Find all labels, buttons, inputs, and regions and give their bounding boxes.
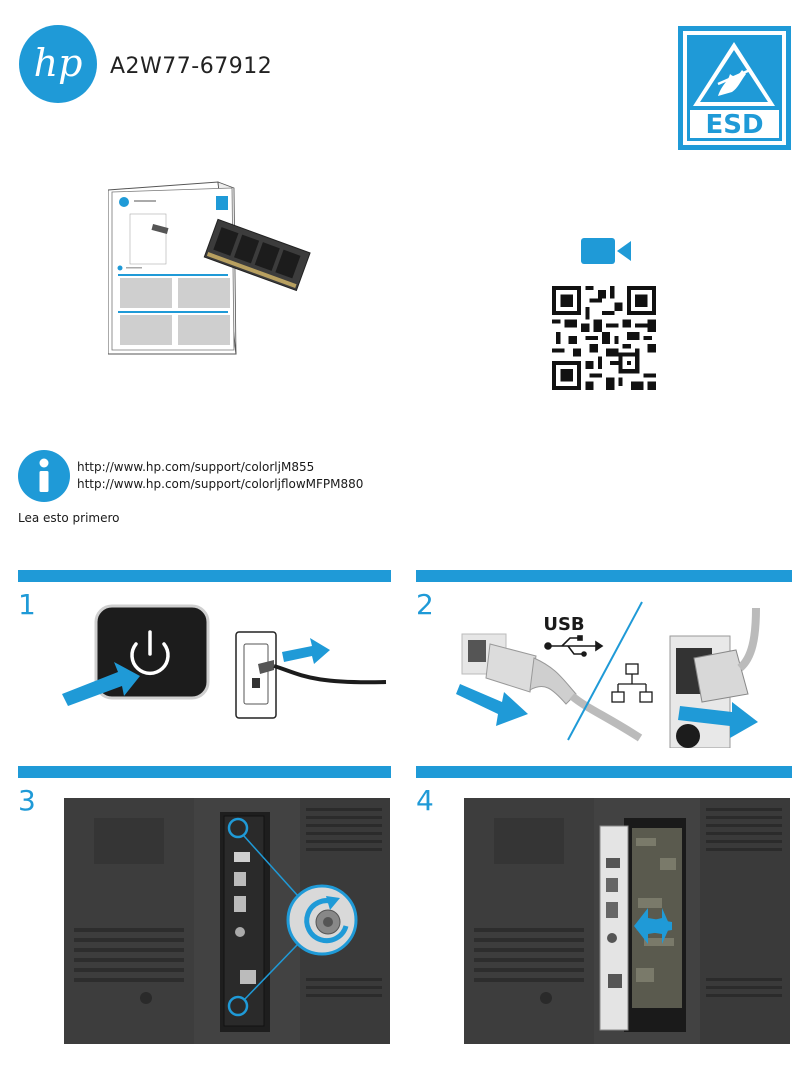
counterclockwise-arrow-icon bbox=[304, 898, 349, 944]
step-1-bar bbox=[18, 570, 391, 582]
step-3-photo bbox=[64, 798, 390, 1044]
power-icon bbox=[130, 630, 170, 675]
step-4-photo bbox=[464, 798, 790, 1044]
booklet-with-memory-module-illustration bbox=[108, 181, 311, 355]
qr-code[interactable] bbox=[552, 286, 656, 390]
read-first-label: Lea esto primero bbox=[18, 511, 120, 525]
pull-usb-arrow-icon bbox=[456, 684, 528, 726]
unplug-arrow-icon bbox=[282, 638, 330, 664]
step-3-number: 3 bbox=[18, 784, 36, 817]
usb-label: USB bbox=[543, 614, 584, 635]
press-arrow-icon bbox=[62, 662, 140, 706]
step-3-remove-screws-illustration bbox=[64, 798, 390, 1044]
step-1-power-off-illustration bbox=[62, 604, 387, 719]
memory-module-icon bbox=[203, 218, 311, 292]
support-link-mfpm880[interactable]: http://www.hp.com/support/colorljflowMFP… bbox=[77, 477, 364, 491]
step-1-number: 1 bbox=[18, 588, 36, 621]
step-2-disconnect-cables-illustration: USB bbox=[456, 601, 760, 748]
video-camera-icon[interactable] bbox=[581, 238, 631, 264]
hp-logo: hp bbox=[19, 25, 97, 103]
pull-network-arrow-icon bbox=[678, 702, 758, 738]
step-3-bar bbox=[18, 766, 391, 778]
step-2-bar bbox=[416, 570, 792, 582]
network-icon bbox=[611, 663, 653, 703]
part-number: A2W77-67912 bbox=[110, 54, 273, 79]
info-icon bbox=[18, 450, 70, 502]
step-4-pull-formatter-illustration bbox=[464, 798, 790, 1044]
svg-text:ESD: ESD bbox=[705, 110, 763, 140]
esd-warning-badge: ESD bbox=[678, 26, 791, 150]
step-4-bar bbox=[416, 766, 792, 778]
svg-text:hp: hp bbox=[34, 41, 83, 85]
support-link-m855[interactable]: http://www.hp.com/support/colorljM855 bbox=[77, 460, 315, 474]
step-2-number: 2 bbox=[416, 588, 434, 621]
step-4-number: 4 bbox=[416, 784, 434, 817]
usb-icon bbox=[544, 635, 604, 657]
support-links: http://www.hp.com/support/colorljM855 ht… bbox=[77, 459, 363, 493]
